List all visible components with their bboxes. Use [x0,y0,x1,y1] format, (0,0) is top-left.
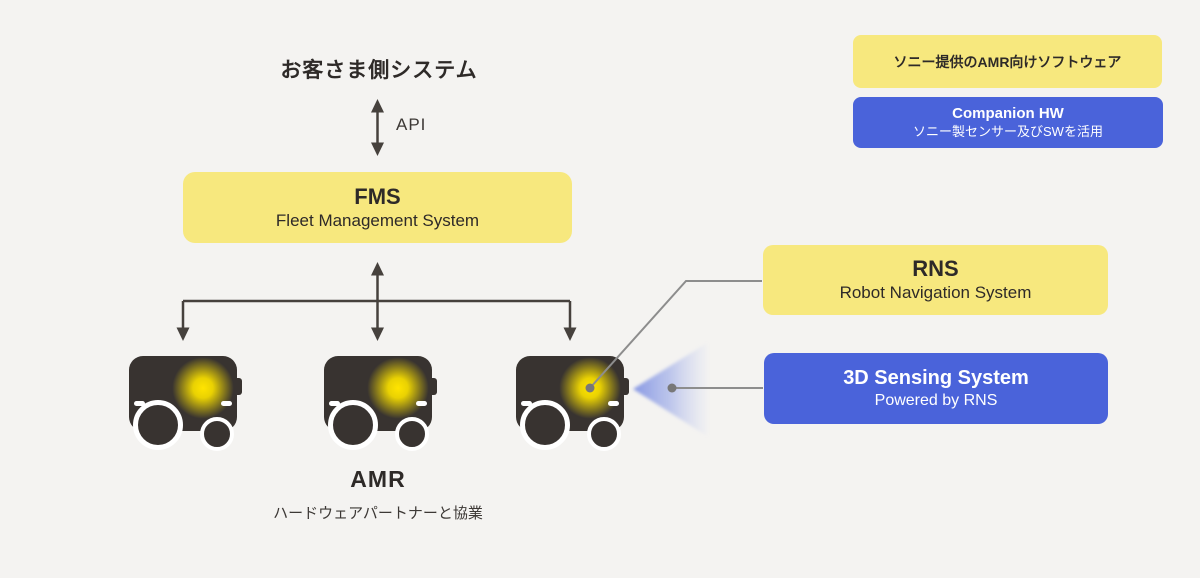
sensing-cone-icon [633,343,707,436]
robot-sensor-glow [558,356,622,420]
amr-title: AMR [350,466,406,492]
robot-sensor-glow [366,356,430,420]
legend-software: ソニー提供のAMR向けソフトウェア [853,35,1162,88]
amr-robot-3 [516,356,634,452]
customer-system-title: お客さま側システム [280,59,478,82]
robot-wheel-front [520,400,570,450]
legend-companion-subtitle: ソニー製センサー及びSWを活用 [913,123,1103,139]
rns-subtitle: Robot Navigation System [839,283,1032,303]
amr-subtitle: ハードウェアパートナーと協業 [273,505,483,522]
robot-slot [329,401,340,406]
amr-robot-2 [324,356,442,452]
robot-side-sensor [427,378,437,395]
robot-slot [221,401,232,406]
sensing-subtitle: Powered by RNS [874,391,998,409]
fms-subtitle: Fleet Management System [275,211,480,231]
legend-software-label: ソニー提供のAMR向けソフトウェア [893,53,1122,70]
robot-sensor-glow [171,356,235,420]
robot-side-sensor [232,378,242,395]
robot-slot [608,401,619,406]
robot-wheel-front [133,400,183,450]
robot-slot [134,401,145,406]
robot-wheel-rear [587,417,621,451]
fms-title: FMS [354,183,401,209]
fms-node: FMS Fleet Management System [183,172,572,243]
legend-companion-hw: Companion HW ソニー製センサー及びSWを活用 [853,97,1163,148]
robot-slot [416,401,427,406]
rns-title: RNS [912,255,959,281]
sensing-title: 3D Sensing System [843,366,1029,389]
robot-wheel-front [328,400,378,450]
robot-wheel-rear [395,417,429,451]
robot-wheel-rear [200,417,234,451]
amr-robot-1 [129,356,247,452]
api-double-arrow [371,99,384,156]
sensing-callout-line [667,383,763,393]
fms-to-amr-arrows [176,262,577,341]
sensing-system-node: 3D Sensing System Powered by RNS [764,353,1108,424]
api-label: API [396,115,427,134]
rns-node: RNS Robot Navigation System [763,245,1108,315]
robot-slot [521,401,532,406]
legend-companion-title: Companion HW [952,105,1064,122]
